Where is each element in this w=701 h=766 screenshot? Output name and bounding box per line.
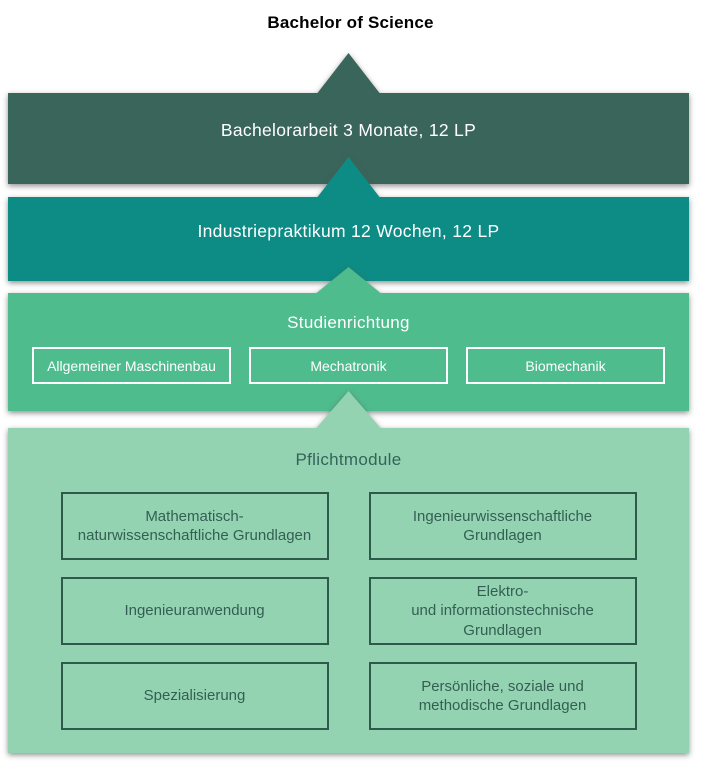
- bachelorarbeit-label: Bachelorarbeit 3 Monate, 12 LP: [220, 120, 477, 140]
- studienrichtung-heading: Studienrichtung: [287, 313, 410, 332]
- studienrichtung-options: Allgemeiner Maschinenbau Mechatronik Bio…: [8, 347, 689, 384]
- stage-pflichtmodule: Pflichtmodule Mathematisch- naturwissens…: [8, 391, 689, 753]
- pflichtmodule-heading: Pflichtmodule: [295, 450, 402, 469]
- option-biomechanik: Biomechanik: [466, 347, 665, 384]
- module-elektro-und-informationstechnische-grundlagen: Elektro- und informationstechnische Grun…: [368, 577, 637, 645]
- option-allgemeiner-maschinenbau: Allgemeiner Maschinenbau: [32, 347, 231, 384]
- up-arrow-connector-icon: [8, 391, 689, 753]
- module-ingenieurwissenschaftliche-grundlagen: Ingenieurwissenschaftliche Grundlagen: [368, 492, 637, 560]
- stage-studienrichtung: Studienrichtung Allgemeiner Maschinenbau…: [8, 267, 689, 411]
- module-spezialisierung: Spezialisierung: [60, 662, 329, 730]
- module-mathematisch-naturwissenschaftliche-grundlagen: Mathematisch- naturwissenschaftliche Gru…: [60, 492, 329, 560]
- industriepraktikum-label: Industriepraktikum 12 Wochen, 12 LP: [197, 220, 500, 241]
- stage-industriepraktikum: Industriepraktikum 12 Wochen, 12 LP: [8, 157, 689, 281]
- option-mechatronik: Mechatronik: [249, 347, 448, 384]
- pflichtmodule-grid: Mathematisch- naturwissenschaftliche Gru…: [8, 492, 689, 730]
- module-persoenliche-soziale-methodische-grundlagen: Persönliche, soziale und methodische Gru…: [368, 662, 637, 730]
- degree-title: Bachelor of Science: [267, 13, 434, 32]
- module-ingenieuranwendung: Ingenieuranwendung: [60, 577, 329, 645]
